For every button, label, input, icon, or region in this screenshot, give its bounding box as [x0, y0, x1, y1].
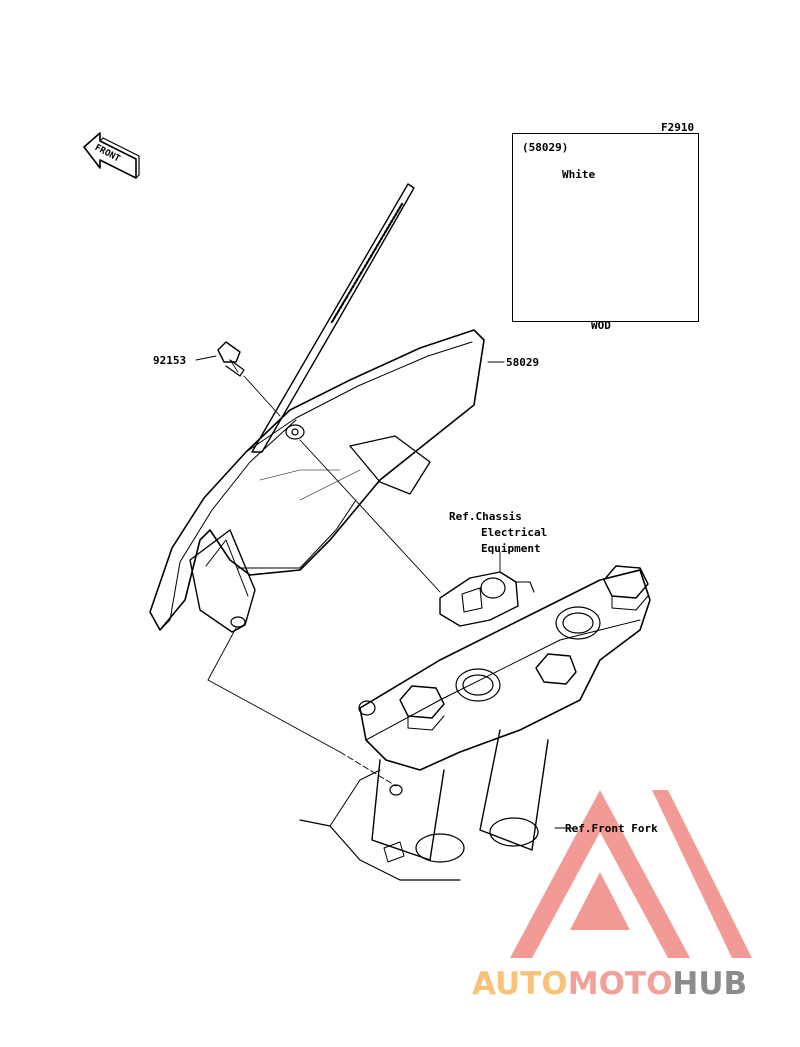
automotohub-logo-icon — [510, 790, 752, 958]
inset-variant-label: WOD — [591, 319, 611, 332]
diagram-code: F2910 — [661, 121, 695, 134]
watermark-hub: HUB — [672, 966, 748, 1002]
watermark-moto: MOTO — [567, 966, 673, 1002]
bolt-92153 — [217, 341, 245, 377]
wod-variant-inset — [512, 133, 699, 322]
inset-part-ref: (58029) — [522, 141, 569, 154]
part-number-cover: 58029 — [506, 356, 540, 369]
watermark-auto: AUTO — [472, 966, 568, 1002]
part-number-bolt: 92153 — [153, 354, 187, 367]
front-fork — [299, 729, 549, 881]
ref-chassis-label-line3: Equipment — [481, 542, 541, 555]
number-plate-cover — [149, 183, 485, 633]
ref-chassis-label-line2: Electrical — [481, 526, 548, 539]
ref-front-fork-label: Ref.Front Fork — [565, 822, 658, 835]
front-arrow-icon — [83, 132, 140, 179]
handlebar-switch — [439, 571, 535, 627]
automotohub-watermark: AUTOMOTOHUB — [472, 966, 747, 1002]
inset-color-label: White — [562, 168, 596, 181]
leader-lines — [195, 355, 573, 829]
triple-clamp — [358, 565, 651, 771]
ref-chassis-label: Ref.Chassis — [449, 510, 522, 523]
